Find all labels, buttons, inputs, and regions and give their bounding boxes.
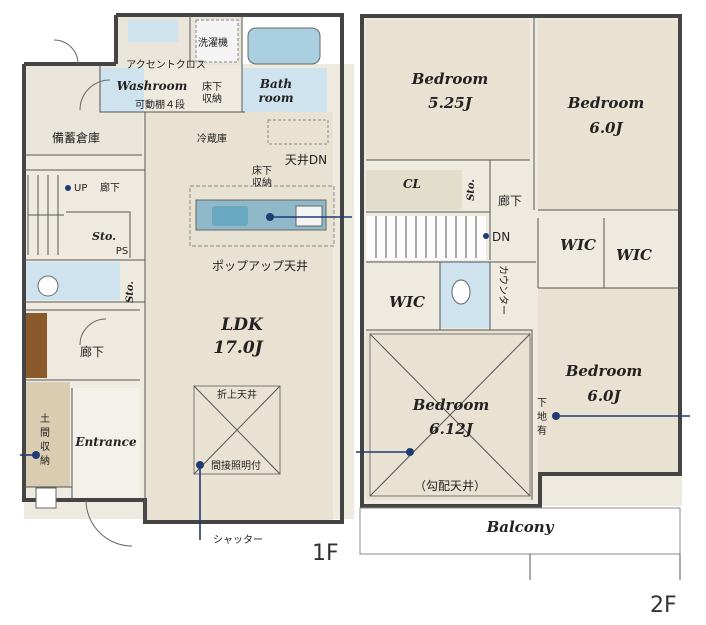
door-arc-washroom xyxy=(79,79,111,111)
stairs-1f xyxy=(27,175,64,255)
under-label-1: 下 xyxy=(537,398,547,409)
closet-floor xyxy=(366,170,462,210)
door-arc-entrance xyxy=(85,499,133,547)
kitchen-sink xyxy=(212,206,248,226)
bath-label-2: room xyxy=(258,91,293,105)
wic1-label: WIC xyxy=(560,236,596,254)
storage-label: 備蓄倉庫 xyxy=(52,130,100,145)
sto2-label: Sto. xyxy=(125,281,136,303)
pointer-dot-island xyxy=(266,213,274,221)
sto2f-label: Sto. xyxy=(466,179,477,201)
toilet-icon xyxy=(37,275,59,297)
doma-label-2: 間 xyxy=(40,427,50,439)
underfloor2-label-a: 床下 xyxy=(252,164,272,177)
bed4-size: 6.12J xyxy=(429,420,474,438)
pointer-dot-bed3 xyxy=(552,412,560,420)
washroom-mat xyxy=(100,68,144,112)
entrance-label: Entrance xyxy=(74,435,137,449)
floor2-outer-wall xyxy=(360,14,682,508)
sink xyxy=(128,20,178,42)
bath-label-1: Bath xyxy=(259,77,292,91)
up-label: UP xyxy=(74,183,87,194)
fold-ceiling-cross xyxy=(193,385,281,475)
bed1-name: Bedroom xyxy=(411,70,489,88)
bed1-size: 5.25J xyxy=(428,94,473,112)
fold-ceiling-label: 折上天井 xyxy=(217,388,257,401)
counter-label: カウンター xyxy=(497,265,509,315)
stairs-2f xyxy=(375,216,477,258)
cooktop xyxy=(295,205,323,227)
floor2-label: 2F xyxy=(650,593,677,618)
bedroom4-cross xyxy=(369,333,531,497)
shelf-label: 可動棚４段 xyxy=(135,98,185,111)
ceiling-dn-area xyxy=(267,119,329,145)
floor1-outer-wall xyxy=(22,13,344,524)
pointer-dot-doma xyxy=(32,451,40,459)
washroom-label: Washroom xyxy=(117,79,188,93)
wic3-label: WIC xyxy=(389,293,425,311)
bed2-name: Bedroom xyxy=(567,94,645,112)
slope-ceiling-label: （勾配天井） xyxy=(414,479,486,493)
door-arc-storage xyxy=(53,39,79,65)
ldk-floor xyxy=(145,112,333,520)
wic2-label: WIC xyxy=(616,246,652,264)
dn-dot xyxy=(483,233,489,239)
bathtub xyxy=(247,27,321,65)
toilet2f-icon xyxy=(451,279,471,305)
bed3-size: 6.0J xyxy=(587,387,621,405)
bath-floor xyxy=(243,68,327,112)
shoe-shelf xyxy=(24,313,47,378)
laundry-label: 洗濯機 xyxy=(198,36,228,49)
balcony-label: Balcony xyxy=(486,518,555,536)
pillar-box xyxy=(35,487,57,509)
bedroom4-box xyxy=(369,333,531,497)
bedroom1-floor xyxy=(366,20,530,160)
shutter-label: シャッター xyxy=(213,534,263,546)
doma-label-3: 収 xyxy=(40,441,50,453)
balcony-outline xyxy=(359,507,681,555)
corridor1-label: 廊下 xyxy=(100,181,120,194)
pointer-dot-fold xyxy=(196,461,204,469)
floor1-label: 1F xyxy=(312,541,339,566)
bed4-name: Bedroom xyxy=(412,396,490,414)
cl-label: CL xyxy=(403,177,421,191)
floor-1: LDK 17.0J Washroom 洗濯機 アクセントクロス 可動棚４段 床下… xyxy=(20,13,354,566)
bedroom2-floor xyxy=(538,20,680,210)
under-label-3: 有 xyxy=(537,424,547,437)
doma-storage-floor xyxy=(24,382,70,487)
under-label-2: 地 xyxy=(537,410,547,423)
ceiling-dn-label: 天井DN xyxy=(285,153,327,167)
entrance-floor xyxy=(72,388,140,498)
doma-label-4: 納 xyxy=(40,454,50,467)
pointer-dot-bed4 xyxy=(406,448,414,456)
sto1-label: Sto. xyxy=(92,230,116,243)
floor-2: Bedroom 5.25J Bedroom 6.0J CL Sto. 廊下 DN… xyxy=(356,14,690,618)
ps-label: PS xyxy=(116,246,128,257)
floor1-inner-walls xyxy=(24,15,245,520)
indirect-label: 間接照明付 xyxy=(211,459,261,472)
underfloor1-label-b: 収納 xyxy=(202,92,222,105)
ldk-label: LDK xyxy=(220,315,264,335)
underfloor2-label-b: 収納 xyxy=(252,176,272,189)
popup-label: ポップアップ天井 xyxy=(212,259,308,273)
accent-cloth-label: アクセントクロス xyxy=(126,59,206,71)
floor2-inner-walls xyxy=(366,16,680,500)
dn-label: DN xyxy=(492,230,510,244)
corridor2-label: 廊下 xyxy=(80,344,104,359)
washing-machine xyxy=(195,19,239,63)
bed2-size: 6.0J xyxy=(589,119,623,137)
toilet-floor xyxy=(24,262,120,300)
underfloor1-label-a: 床下 xyxy=(202,80,222,93)
fold-ceiling-box xyxy=(193,385,281,475)
corridor2f-label: 廊下 xyxy=(498,193,522,208)
up-dot xyxy=(65,185,71,191)
fridge-label: 冷蔵庫 xyxy=(197,132,227,145)
balcony-rails xyxy=(529,554,681,580)
ldk-size: 17.0J xyxy=(213,338,263,358)
bedroom3-floor xyxy=(538,288,680,474)
door-arc-corridor xyxy=(79,318,107,346)
bed3-name: Bedroom xyxy=(565,362,643,380)
doma-label-1: 土 xyxy=(40,412,50,425)
